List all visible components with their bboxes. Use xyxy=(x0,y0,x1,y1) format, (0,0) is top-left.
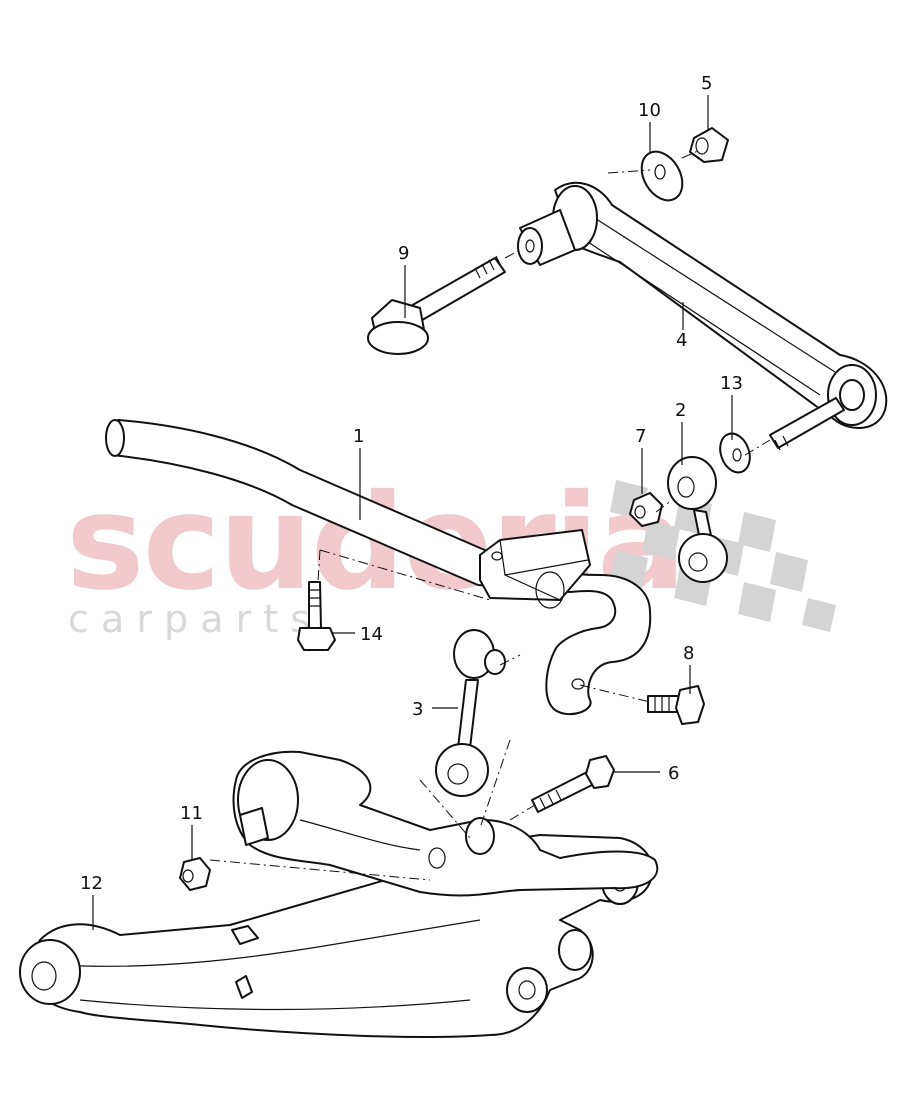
callout-12: 12 xyxy=(80,873,103,894)
bolt-8 xyxy=(647,685,705,725)
callout-5: 5 xyxy=(701,73,712,94)
wheel-carrier xyxy=(232,750,659,897)
callout-9: 9 xyxy=(398,243,409,264)
callout-labels: 1 2 3 4 5 6 7 8 9 10 11 12 13 14 xyxy=(80,73,743,894)
upper-control-arm xyxy=(517,181,888,430)
washer-13 xyxy=(719,432,751,474)
assembly-lines xyxy=(209,149,771,881)
coupling-link-2 xyxy=(667,456,728,583)
callout-leaders xyxy=(92,95,733,930)
callout-13: 13 xyxy=(720,373,743,394)
callout-8: 8 xyxy=(683,643,694,664)
washer-10 xyxy=(640,150,684,202)
bar-bushing-clamp xyxy=(479,529,591,609)
callout-11: 11 xyxy=(180,803,203,824)
coupling-link-3 xyxy=(435,629,506,797)
nut-5 xyxy=(689,127,729,163)
bolt-14 xyxy=(297,581,336,651)
callout-2: 2 xyxy=(675,400,686,421)
callout-10: 10 xyxy=(638,100,661,121)
nut-7 xyxy=(629,492,663,527)
bolt-9 xyxy=(367,255,506,355)
nut-11 xyxy=(179,857,211,891)
watermark-tagline: c a r p a r t s xyxy=(68,597,310,641)
callout-4: 4 xyxy=(676,330,687,351)
callout-14: 14 xyxy=(360,624,383,645)
callout-3: 3 xyxy=(412,699,423,720)
bolt-6 xyxy=(531,755,615,813)
bolt-shank-4 xyxy=(769,397,845,451)
callout-1: 1 xyxy=(353,426,364,447)
callout-6: 6 xyxy=(668,763,679,784)
callout-7: 7 xyxy=(635,426,646,447)
